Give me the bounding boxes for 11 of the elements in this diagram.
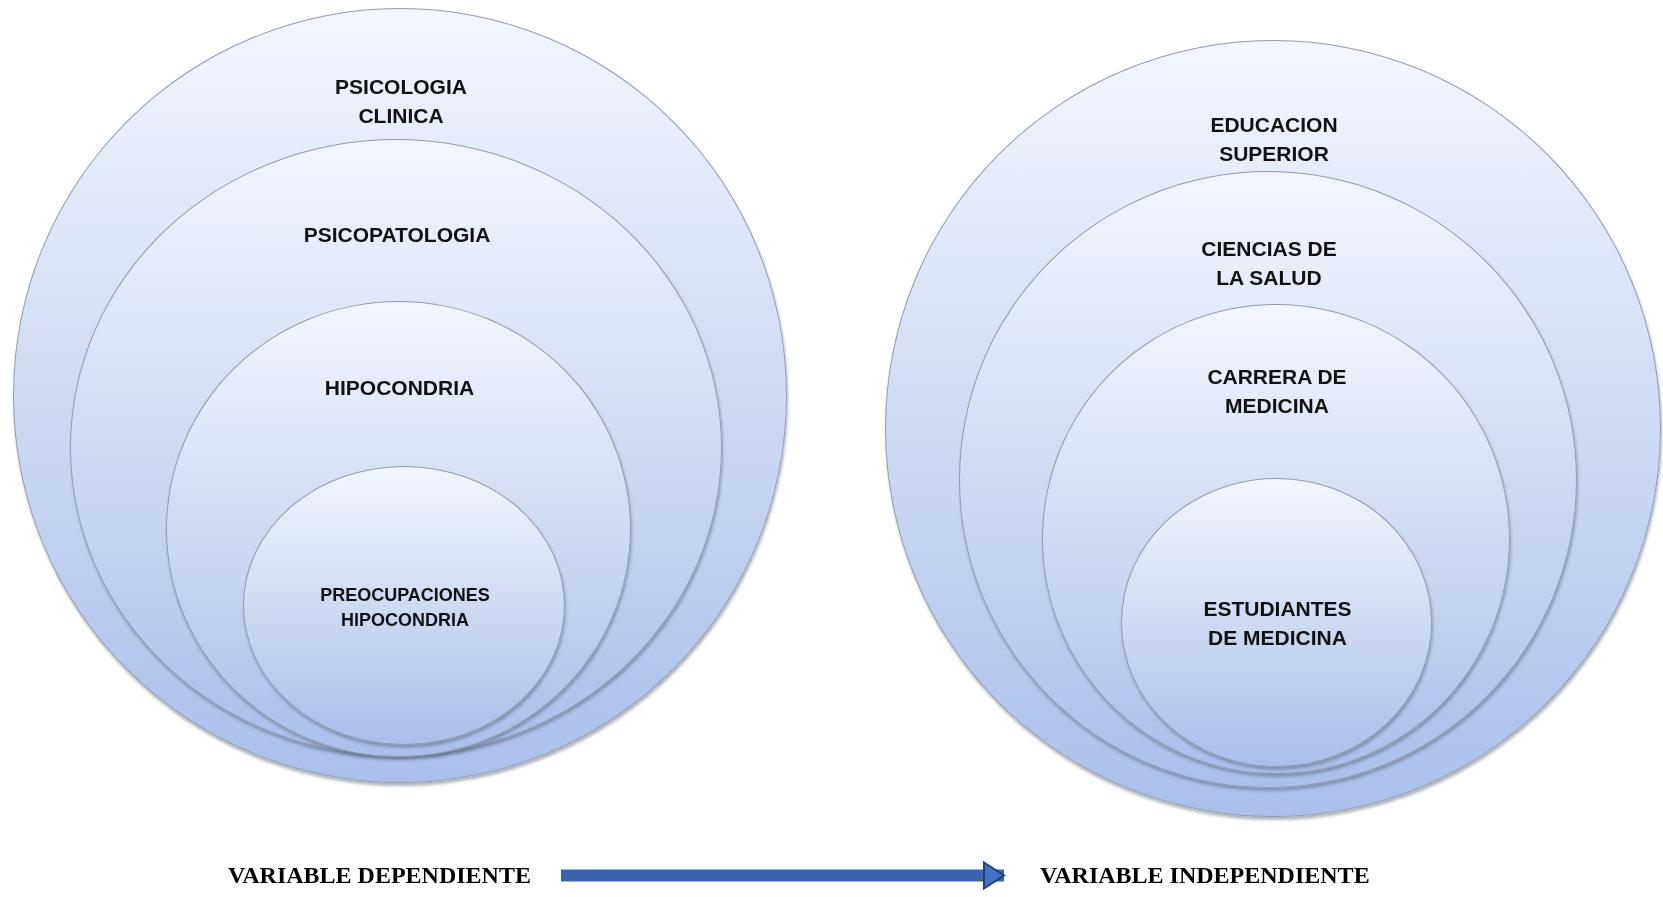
variable-label: VARIABLE DEPENDIENTE — [228, 862, 531, 889]
arrow — [560, 861, 1005, 890]
circle-label: CIENCIAS DE LA SALUD — [1200, 236, 1338, 291]
circle-label: EDUCACION SUPERIOR — [1209, 112, 1339, 167]
circle-label: CARRERA DE MEDICINA — [1206, 364, 1348, 419]
circle-label: PSICOPATOLOGIA — [302, 221, 492, 248]
circle-label: ESTUDIANTES DE MEDICINA — [1202, 596, 1353, 651]
variable-label: VARIABLE INDEPENDIENTE — [1040, 862, 1370, 889]
circle-label: PREOCUPACIONES HIPOCONDRIA — [319, 584, 491, 632]
circle-label: HIPOCONDRIA — [323, 374, 476, 401]
circle-label: PSICOLOGIA CLINICA — [334, 74, 468, 129]
